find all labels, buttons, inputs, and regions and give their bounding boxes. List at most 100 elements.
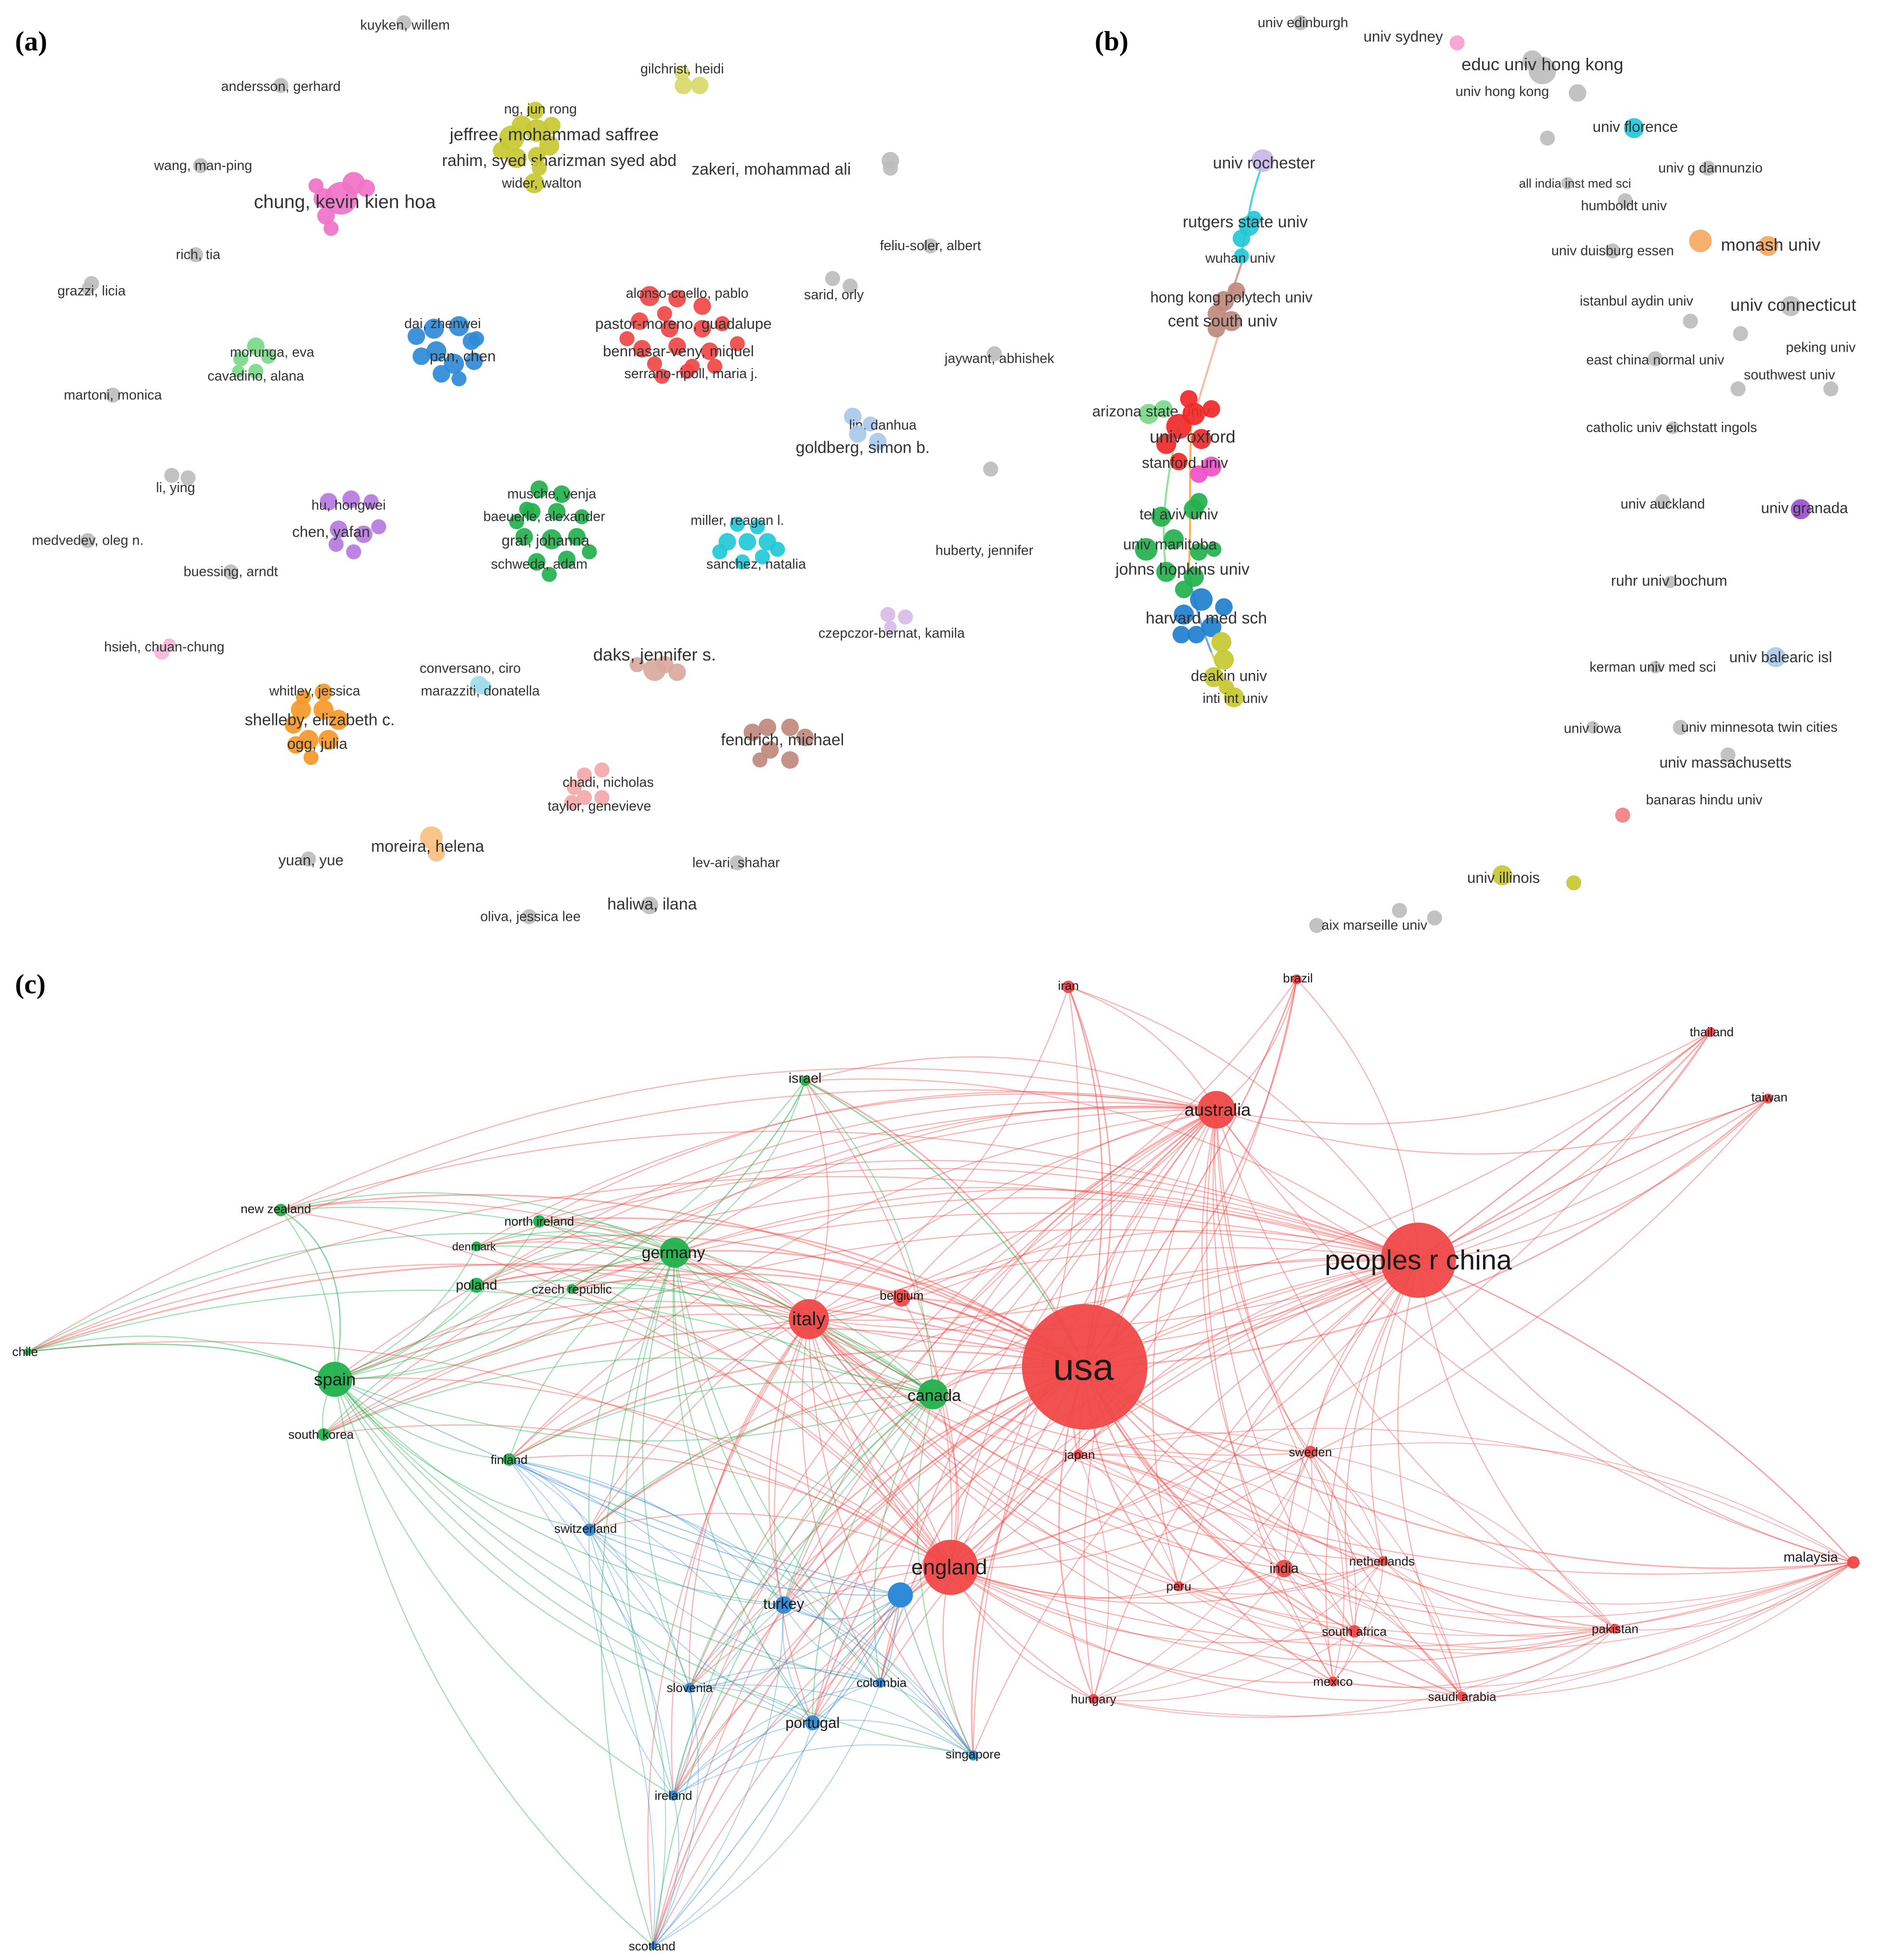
country-link [476,1241,809,1320]
node-grazzi-licia: grazzi, licia [57,276,126,299]
node-bubble [1215,598,1233,616]
node-bubble [261,348,276,364]
country-bubble [1275,1560,1293,1578]
country-link [808,1318,1854,1575]
node-bubble [1190,465,1208,483]
node-bubble [342,490,360,508]
node-label: chadi, nicholas [563,775,654,790]
country-link [1325,1260,1419,1682]
node-bubble [619,331,635,346]
country-link [509,1318,809,1460]
country-bubble [503,1453,516,1466]
node-bubble [986,346,1002,361]
country-link [653,1594,901,1947]
node-bubble [1292,15,1308,30]
country-link [27,1341,951,1568]
country-link [674,1252,809,1320]
country-mexico: mexico [1313,1674,1353,1689]
country-link [1078,1453,1616,1629]
node-catholic-univ-eichstatt-ingols: catholic univ eichstatt ingols [1586,420,1757,435]
country-link [1333,1562,1854,1688]
country-link [932,1109,1217,1395]
node-label: ng, jun rong [504,102,577,117]
country-link [674,1081,806,1253]
country-link [539,1221,934,1395]
node-jeffree-mohammad-saffree: jeffree, mohammad saffree [449,119,659,156]
country-link [1084,979,1297,1367]
country-link [653,1605,784,1947]
country-label: pakistan [1592,1622,1638,1636]
country-bubble [668,1790,678,1801]
country-spain: spain [314,1362,356,1397]
country-link [674,1189,1419,1261]
node-label: schweda, adam [491,557,588,572]
country-link [673,1394,934,1796]
node-bubble [530,480,548,498]
node-lin-danhua: lin, danhua [844,407,917,433]
node-bubble [1180,390,1198,408]
node-label: stanford univ [1142,455,1228,471]
node-wuhan-univ: wuhan univ [1205,248,1275,266]
country-link [653,1394,934,1947]
country-link [812,1566,951,1723]
country-link [899,1594,974,1756]
country-link [1216,1098,1768,1155]
node-bubble [493,141,511,160]
country-link [334,1378,934,1442]
node-bubble [654,369,670,384]
country-link [689,1604,784,1688]
node-bubble [355,525,372,543]
node-univ-auckland: univ auckland [1621,494,1705,512]
node-bubble [1586,721,1599,734]
node-bubble [465,352,483,370]
country-new-zealand: new zealand [241,1202,311,1217]
node-bubble [515,528,533,546]
node-bubble [1246,211,1262,226]
country-link [653,1109,1217,1947]
node-bubble [1172,625,1190,644]
node-label: univ connecticut [1730,295,1856,315]
country-link [642,1252,691,1688]
country-link [334,1379,590,1530]
country-label: ireland [654,1788,692,1803]
node-bubble [1673,720,1688,735]
node-bubble [661,319,678,338]
country-south-korea: south korea [288,1427,354,1442]
country-label: saudi arabia [1428,1689,1497,1704]
country-link [801,1319,881,1683]
node-bubble [869,433,887,450]
node-label: jaywant, abhishek [944,351,1054,367]
country-link [508,1252,675,1460]
node-bubble [897,609,913,625]
node-label: whitley, jessica [269,683,360,699]
country-bubble [805,1715,820,1731]
node-hong-kong-polytech-univ: hong kong polytech univ [1150,282,1313,323]
country-link [1296,979,1419,1260]
node-bubble [668,290,686,307]
country-belgium: belgium [880,1288,923,1307]
node-bubble [1214,649,1234,670]
node-southwest-univ: southwest univ [1730,368,1839,396]
country-link [673,1682,881,1796]
country-link [509,1459,655,1946]
country-link [808,1319,1615,1629]
node-bubble [594,790,610,805]
country-link [1078,1454,1334,1682]
node-bubble [448,316,469,336]
node-bubble [330,520,347,538]
node-label: fendrich, michael [721,731,844,749]
node-all-india-inst-med-sci: all india inst med sci [1519,176,1631,191]
node-label: miller, reagan l. [691,513,784,528]
node-cent-south-univ: cent south univ [1168,311,1278,338]
node-label: monash univ [1721,235,1821,255]
country-link [1093,1562,1854,1717]
country-link [689,1319,809,1688]
country-link [768,1319,809,1605]
country-link [1418,1031,1711,1261]
node-label: ruhr univ bochum [1611,572,1727,589]
node-bubble [346,544,361,560]
node-label: taylor, genevieve [548,799,651,814]
node-bubble [668,663,686,681]
node-bubble [701,342,719,360]
node-label: rahim, syed sharizman syed abd [442,152,677,170]
